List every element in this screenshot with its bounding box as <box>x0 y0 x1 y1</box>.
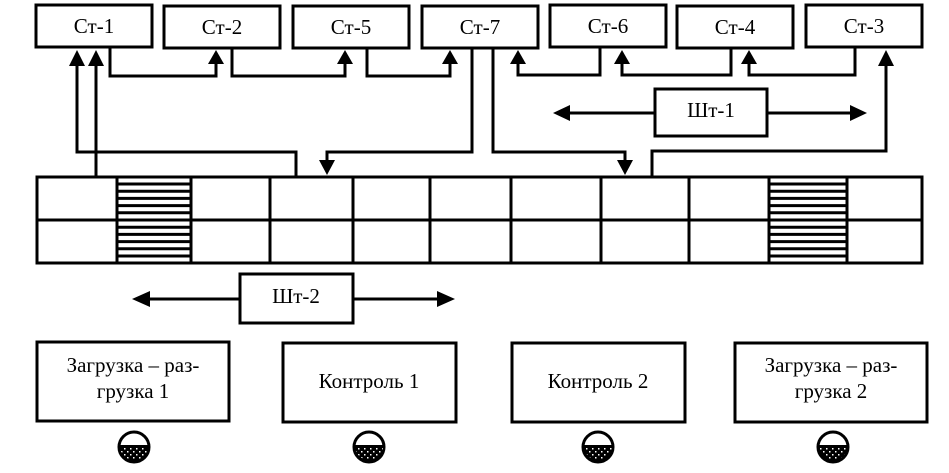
zone-control-1: Контроль 1 <box>281 341 458 424</box>
arrow-right-icon <box>437 291 455 307</box>
arrow-up-icon <box>614 50 630 64</box>
station-label: Ст-3 <box>844 14 884 38</box>
station-st2: Ст-2 <box>162 4 282 50</box>
zone-load-unload-1: Загрузка – раз- грузка 1 <box>35 340 231 423</box>
arrow-up-icon <box>442 50 458 64</box>
station-label: Ст-1 <box>74 14 114 38</box>
operator-position-icon <box>581 430 615 464</box>
station-label: Ст-6 <box>588 14 628 38</box>
flow-st6-to-st7 <box>510 48 602 77</box>
flow-st7-to-grid-left <box>319 48 474 175</box>
flow-st4-to-st6 <box>614 48 733 77</box>
station-st5: Ст-5 <box>291 4 411 50</box>
zone-label-line1: Загрузка – раз- <box>67 353 200 377</box>
arrow-left-icon <box>132 291 150 307</box>
flow-grid-to-st3 <box>650 50 894 176</box>
zone-label-line2: грузка 2 <box>795 379 868 403</box>
flow-grid-to-st1-b <box>88 50 104 176</box>
arrow-down-icon <box>617 160 633 175</box>
arrow-down-icon <box>319 160 335 175</box>
zone-label-line1: Контроль 2 <box>548 369 649 393</box>
arrow-left-icon <box>553 105 570 121</box>
station-st1: Ст-1 <box>34 3 154 49</box>
flow-grid-to-st1-a <box>69 50 298 176</box>
zone-control-2: Контроль 2 <box>510 341 687 424</box>
stacker-label: Шт-1 <box>687 98 735 122</box>
zone-label-line1: Загрузка – раз- <box>765 353 898 377</box>
operator-position-icon <box>816 430 850 464</box>
station-st7: Ст-7 <box>420 4 540 50</box>
flow-st7-to-grid-right <box>491 48 633 175</box>
flow-st5-to-st7 <box>365 48 458 78</box>
arrow-up-icon <box>208 50 224 64</box>
station-label: Ст-5 <box>331 15 371 39</box>
arrow-right-icon <box>850 105 867 121</box>
arrow-up-icon <box>69 50 85 66</box>
station-st6: Ст-6 <box>548 3 668 49</box>
station-label: Ст-7 <box>460 15 500 39</box>
zone-label-line2: грузка 1 <box>97 379 170 403</box>
station-st3: Ст-3 <box>804 3 924 49</box>
station-label: Ст-2 <box>202 15 242 39</box>
stacker-sht2: Шт-2 <box>132 272 455 325</box>
flow-st1-to-st2 <box>108 48 224 78</box>
grid-column-dividers <box>115 177 849 263</box>
arrow-up-icon <box>510 50 526 64</box>
station-label: Ст-4 <box>715 15 756 39</box>
storage-grid <box>35 175 924 265</box>
arrow-up-icon <box>337 50 353 64</box>
arrow-up-icon <box>88 50 104 66</box>
operator-position-icon <box>352 430 386 464</box>
flow-st2-to-st5 <box>230 48 353 78</box>
stacker-sht1: Шт-1 <box>553 87 867 138</box>
stacker-label: Шт-2 <box>272 284 320 308</box>
flow-st3-to-st4 <box>741 48 857 77</box>
zone-load-unload-2: Загрузка – раз- грузка 2 <box>733 341 929 424</box>
arrow-up-icon <box>878 50 894 66</box>
arrow-up-icon <box>741 50 757 64</box>
operator-position-icon <box>117 430 151 464</box>
zone-label-line1: Контроль 1 <box>319 369 420 393</box>
station-st4: Ст-4 <box>675 4 795 50</box>
hatched-cell-column-2 <box>117 182 191 258</box>
